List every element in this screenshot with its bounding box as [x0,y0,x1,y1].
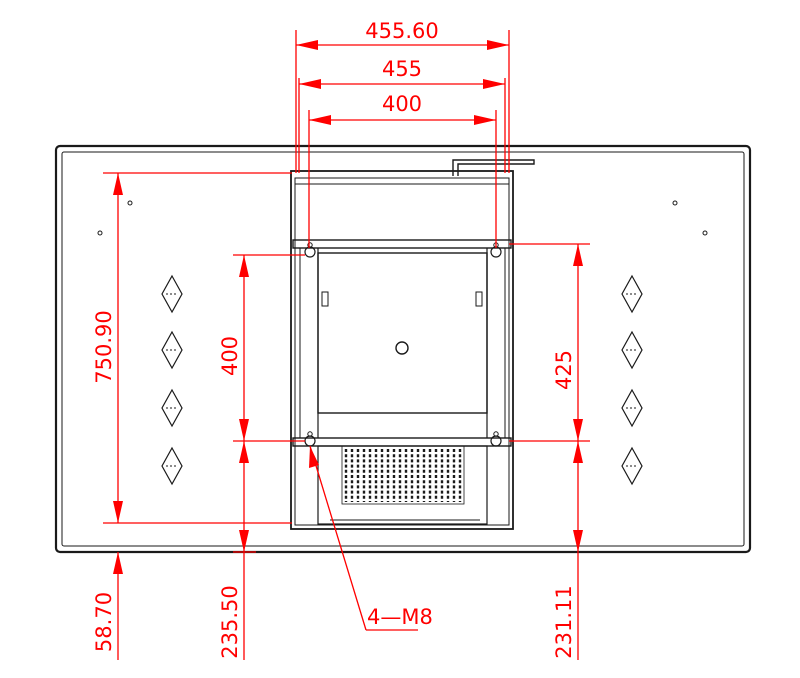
dim-height-screen: 750.90 [92,310,116,383]
dim-height-vesa: 400 [218,336,242,376]
diamond-vent-icon [161,446,183,486]
diamond-vent-icon [161,330,183,370]
dim-width-vesa: 400 [382,92,422,116]
mount-bracket [290,159,535,530]
keyhole-mount-icon [490,431,502,447]
diamond-vent-icon [621,330,643,370]
dimension-labels: 455.60 455 400 750.90 400 425 58.70 235.… [92,19,576,659]
heat-sink-fins-icon [341,445,465,505]
dim-bottom-mid: 235.50 [218,585,242,658]
dim-height-right: 425 [552,350,576,390]
vent-grilles-left [161,274,183,486]
dim-bottom-left: 58.70 [92,592,116,652]
vent-grilles-right [621,274,643,486]
diamond-vent-icon [621,446,643,486]
keyhole-mount-icon [304,242,316,258]
diamond-vent-icon [161,388,183,428]
diamond-vent-icon [161,274,183,314]
dim-width-mid: 455 [382,57,422,81]
dim-width-overall: 455.60 [365,19,438,43]
mount-holes [304,242,502,447]
display-housing [54,144,752,554]
keyhole-mount-icon [304,431,316,447]
panel-screws [97,200,708,236]
diamond-vent-icon [621,274,643,314]
dimension-lines [103,30,590,660]
dim-bottom-right: 231.11 [552,585,576,658]
diamond-vent-icon [621,388,643,428]
hole-callout: 4—M8 [367,605,433,629]
